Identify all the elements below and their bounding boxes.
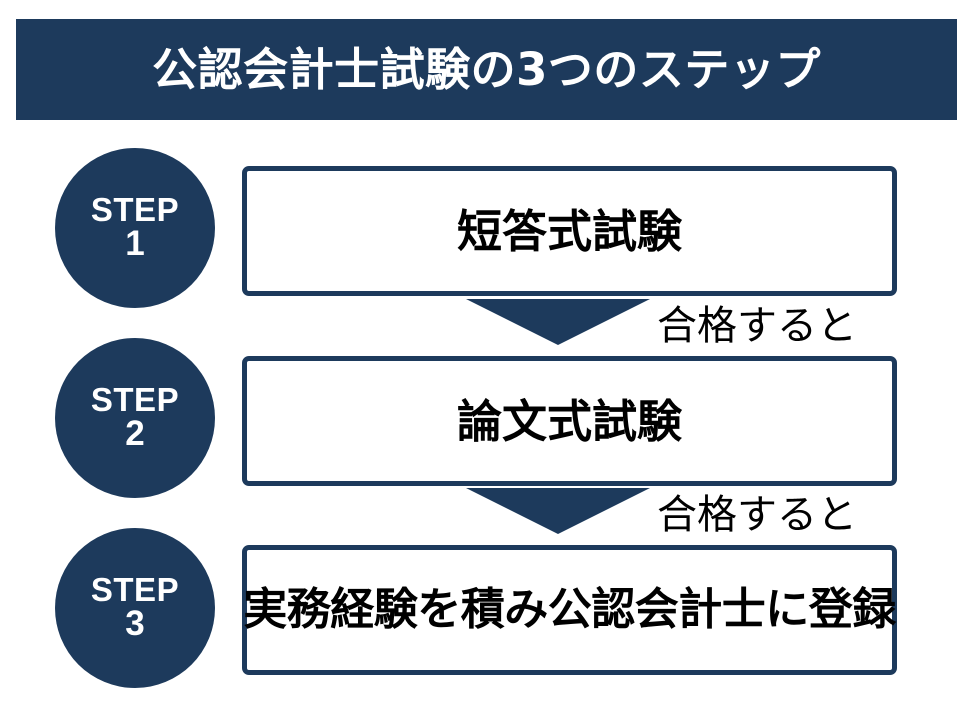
title-banner: 公認会計士試験の3つのステップ (16, 19, 957, 120)
step-box-label-1: 短答式試験 (456, 204, 682, 258)
down-arrow-icon-2 (466, 488, 650, 534)
step-box-label-3: 実務経験を積み公認会計士に登録 (243, 584, 896, 635)
step-badge-number-1: 1 (125, 224, 145, 264)
step-badge-number-3: 3 (125, 604, 145, 644)
step-badge-3: STEP 3 (55, 528, 215, 688)
step-box-2: 論文式試験 (242, 356, 897, 486)
step-box-label-2: 論文式試験 (456, 394, 682, 448)
step-badge-1: STEP 1 (55, 148, 215, 308)
step-badge-number-2: 2 (125, 414, 145, 454)
step-box-3: 実務経験を積み公認会計士に登録 (242, 545, 897, 675)
step-badge-word-1: STEP (90, 190, 180, 228)
step-box-1: 短答式試験 (242, 166, 897, 296)
step-badge-word-3: STEP (90, 570, 180, 608)
connector-label-2: 合格すると (657, 492, 857, 538)
connector-label-1: 合格すると (657, 303, 857, 349)
step-badge-2: STEP 2 (55, 338, 215, 498)
down-arrow-icon-1 (466, 299, 650, 345)
step-badge-word-2: STEP (90, 380, 180, 418)
page-title: 公認会計士試験の3つのステップ (152, 43, 821, 96)
